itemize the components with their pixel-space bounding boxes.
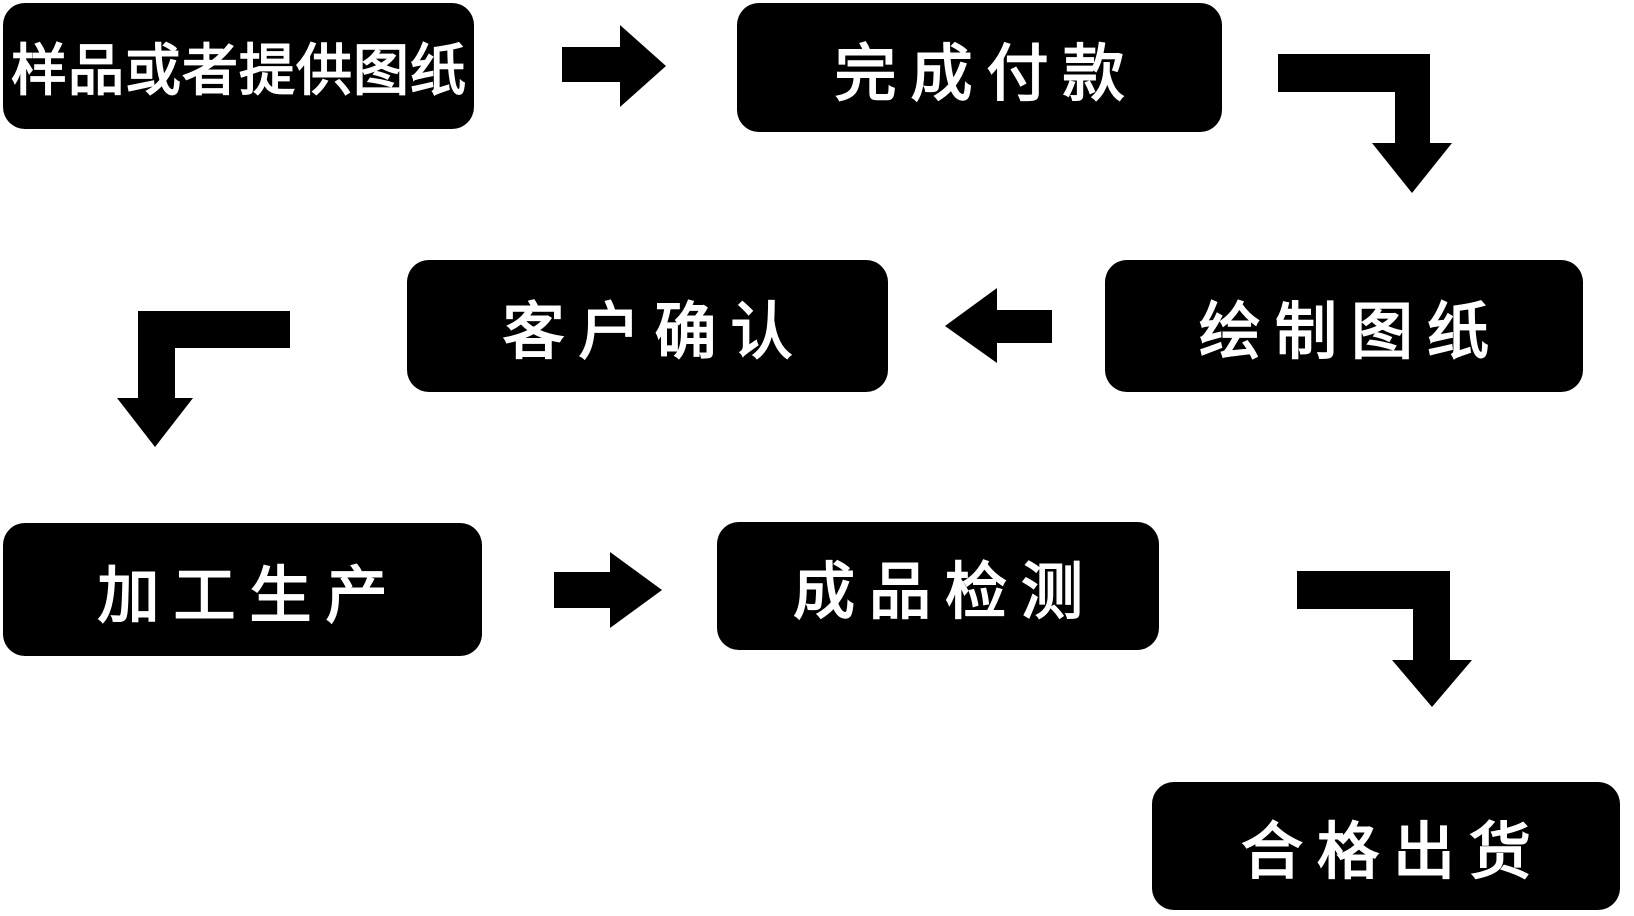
arrow-left-draw-to-confirm-icon bbox=[945, 288, 1052, 363]
arrow-right-produce-to-inspect-icon bbox=[554, 552, 662, 628]
flow-node-label: 客户确认 bbox=[502, 295, 807, 368]
arrow-elbow-down-confirm-to-produce-icon bbox=[117, 311, 290, 447]
flow-node-label: 合格出货 bbox=[1240, 815, 1545, 888]
flow-node-shipment: 合格出货 bbox=[1152, 782, 1620, 910]
flow-node-draw-drawings: 绘制图纸 bbox=[1105, 260, 1583, 392]
flow-node-label: 加工生产 bbox=[97, 558, 402, 632]
flow-node-label: 样品或者提供图纸 bbox=[11, 38, 467, 104]
flow-node-sample-or-drawing: 样品或者提供图纸 bbox=[3, 3, 474, 129]
flow-node-payment: 完成付款 bbox=[737, 3, 1222, 132]
arrow-elbow-down-payment-to-draw-icon bbox=[1278, 54, 1452, 193]
flow-node-production: 加工生产 bbox=[3, 523, 482, 656]
flow-node-customer-confirm: 客户确认 bbox=[407, 260, 888, 392]
flow-node-label: 绘制图纸 bbox=[1198, 295, 1503, 368]
flow-node-label: 完成付款 bbox=[834, 36, 1139, 110]
arrow-elbow-down-inspect-to-ship-icon bbox=[1297, 571, 1472, 707]
arrow-right-sample-to-payment-icon bbox=[562, 25, 666, 107]
flow-node-inspection: 成品检测 bbox=[717, 522, 1159, 650]
flow-node-label: 成品检测 bbox=[792, 555, 1097, 628]
